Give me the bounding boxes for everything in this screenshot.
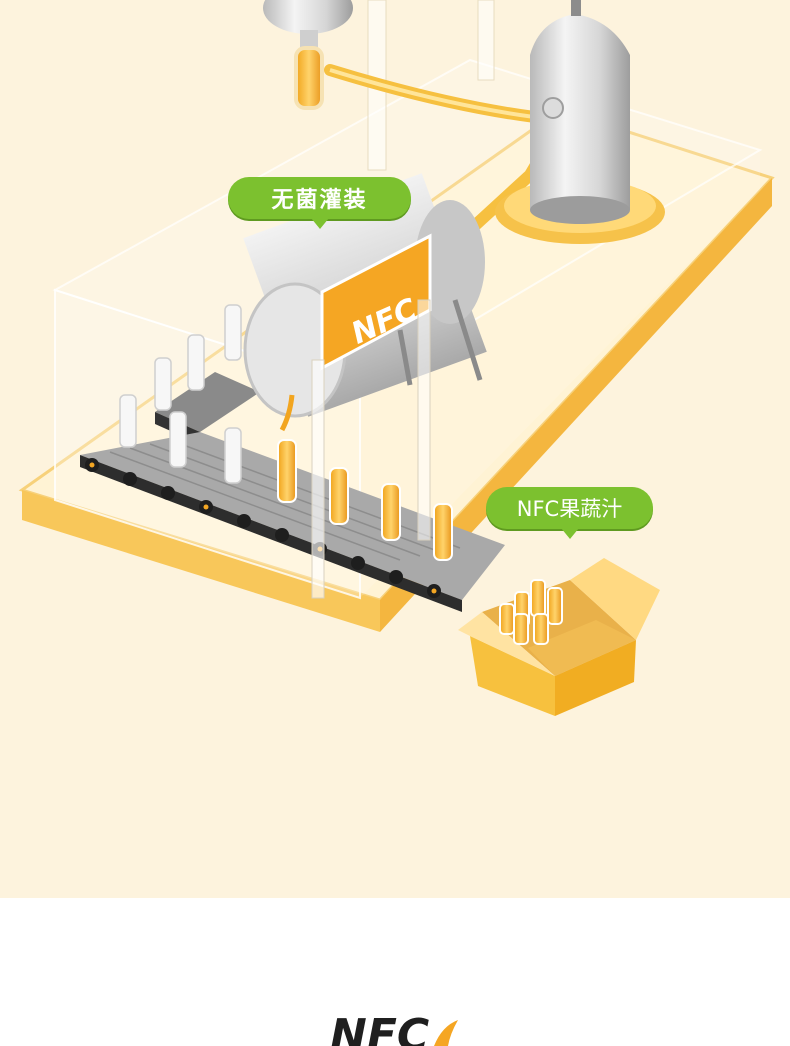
box-bottles bbox=[499, 579, 563, 645]
label-aseptic-filling: 无菌灌装 bbox=[228, 177, 411, 229]
nfc-logo-text: NFC bbox=[330, 1016, 429, 1046]
production-line-drawing: NFC bbox=[18, 0, 775, 716]
platform-edge-right bbox=[380, 178, 772, 632]
label-nfc-juice: NFC果蔬汁 bbox=[486, 487, 653, 539]
nfc-logo: NFC bbox=[330, 1016, 458, 1046]
empty-bottles bbox=[119, 304, 242, 484]
box-side bbox=[555, 640, 636, 716]
box-front bbox=[470, 636, 555, 716]
storage-tank bbox=[530, 55, 630, 210]
factory-illustration: NFC bbox=[0, 0, 790, 898]
white-section: NFC bbox=[0, 898, 790, 1046]
glass-wall-right bbox=[360, 150, 760, 598]
platform-edge bbox=[22, 490, 380, 632]
filled-bottles bbox=[277, 439, 453, 561]
conveyor-front bbox=[80, 432, 505, 600]
nfc-logo-leaf-icon bbox=[434, 1020, 458, 1046]
